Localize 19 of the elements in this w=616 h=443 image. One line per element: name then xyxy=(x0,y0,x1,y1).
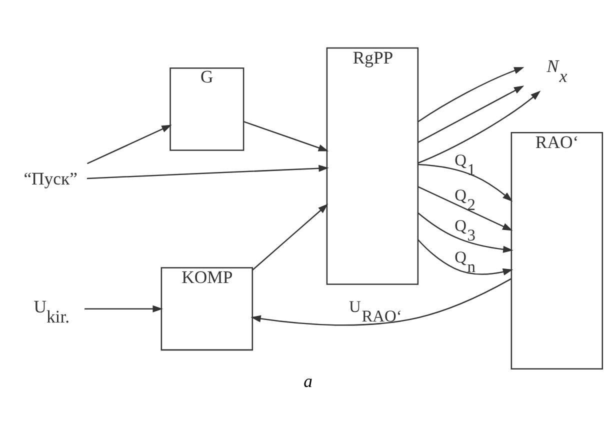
arrow xyxy=(418,90,541,164)
arrow xyxy=(418,238,514,275)
arrow xyxy=(418,85,524,142)
arrow xyxy=(418,186,513,230)
node-box: RAO‘ xyxy=(510,131,604,370)
node-box: KOMP xyxy=(160,266,254,350)
arrow xyxy=(86,164,329,179)
arrow xyxy=(252,203,328,270)
arrow xyxy=(418,66,524,122)
node-box: G xyxy=(170,67,244,150)
arrow xyxy=(84,304,163,312)
arrow xyxy=(418,212,514,252)
node-box: RgPP xyxy=(326,46,419,284)
arrow xyxy=(418,163,513,202)
node-text: “Пуск” xyxy=(24,168,78,188)
caption: a xyxy=(304,370,312,390)
arrow xyxy=(87,124,172,164)
arrow xyxy=(244,120,329,151)
arrow xyxy=(250,278,512,326)
